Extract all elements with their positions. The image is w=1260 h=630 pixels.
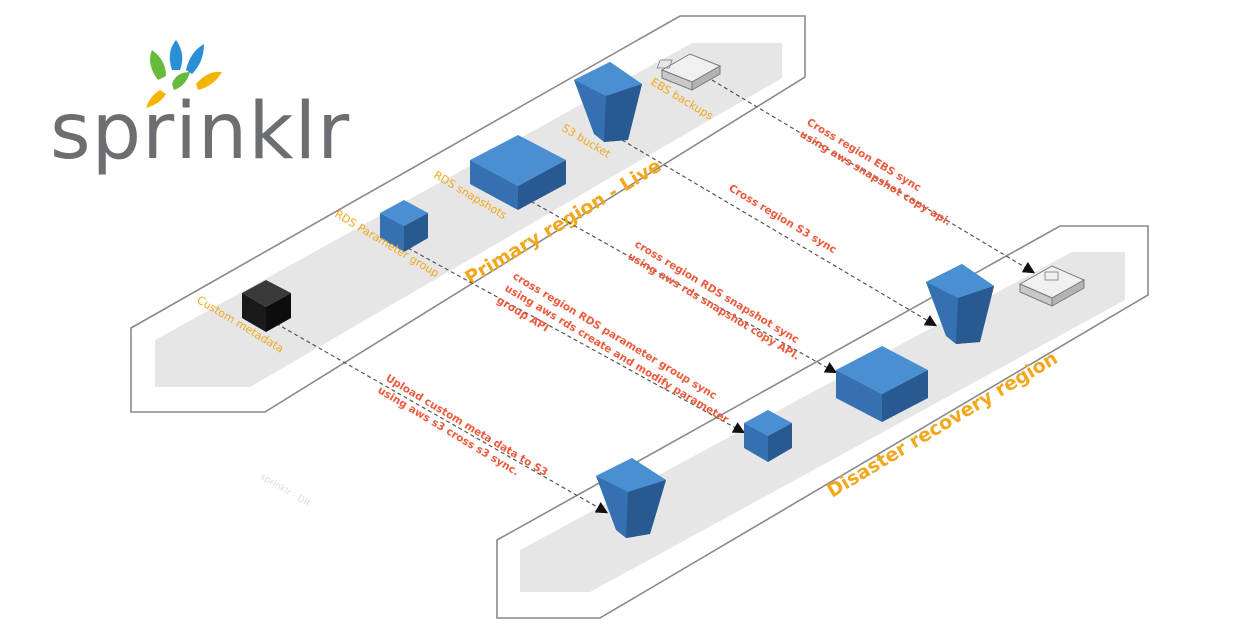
chip-icon-dr <box>1044 271 1059 281</box>
rds-snapshots-box-dr <box>836 346 928 422</box>
chip-icon <box>656 59 673 69</box>
watermark: sprinklr - DR <box>258 472 311 509</box>
flow-label-s3-line1: Cross region S3 sync <box>726 182 838 256</box>
flow-line-param-group <box>407 247 746 434</box>
ebs-backups-chip-dr <box>1018 265 1086 307</box>
primary-region-outline <box>130 15 806 413</box>
flow-label-metadata: Upload custom meta data to S3 using aws … <box>375 372 549 479</box>
flow-label-ebs-line2: using aws snapshot copy api. <box>797 128 953 228</box>
rds-snapshots-box <box>470 135 566 210</box>
rds-param-group-cube-dr <box>744 410 792 462</box>
custom-metadata-cube <box>242 280 291 332</box>
brand-wordmark: sprinklr <box>50 87 350 177</box>
flow-line-rds-snapshot <box>524 197 838 374</box>
flow-lines <box>269 79 1036 514</box>
dr-region-surface <box>520 252 1125 592</box>
flow-label-rds-snapshot-line2: using aws rds snapshot copy API. <box>625 250 801 362</box>
rds-param-group-cube <box>380 200 428 252</box>
flow-label-param-group-line2: using aws rds create and modify paramete… <box>502 282 731 426</box>
flow-label-s3: Cross region S3 sync <box>726 182 838 256</box>
sprinkle-icon <box>146 40 222 108</box>
flow-line-ebs <box>711 79 1036 274</box>
s3-bucket-dr-lower <box>596 458 666 538</box>
flow-label-ebs: Cross region EBS sync using aws snapshot… <box>797 116 953 228</box>
dr-region-outline <box>496 225 1149 619</box>
ebs-backups-chip <box>656 53 722 91</box>
flow-label-rds-snapshot-line1: cross region RDS snapshot sync <box>632 238 800 346</box>
flow-line-metadata <box>269 319 609 514</box>
flow-label-rds-snapshot: cross region RDS snapshot sync using aws… <box>625 238 801 362</box>
flow-label-metadata-line1: Upload custom meta data to S3 <box>383 372 549 479</box>
s3-bucket-primary <box>574 62 642 142</box>
flow-label-metadata-line2: using aws s3 cross s3 sync. <box>375 384 521 478</box>
flow-label-ebs-line1: Cross region EBS sync <box>804 116 923 194</box>
flow-line-s3 <box>621 139 938 327</box>
sprinklr-logo: sprinklr <box>50 40 350 177</box>
s3-bucket-dr <box>926 264 994 344</box>
